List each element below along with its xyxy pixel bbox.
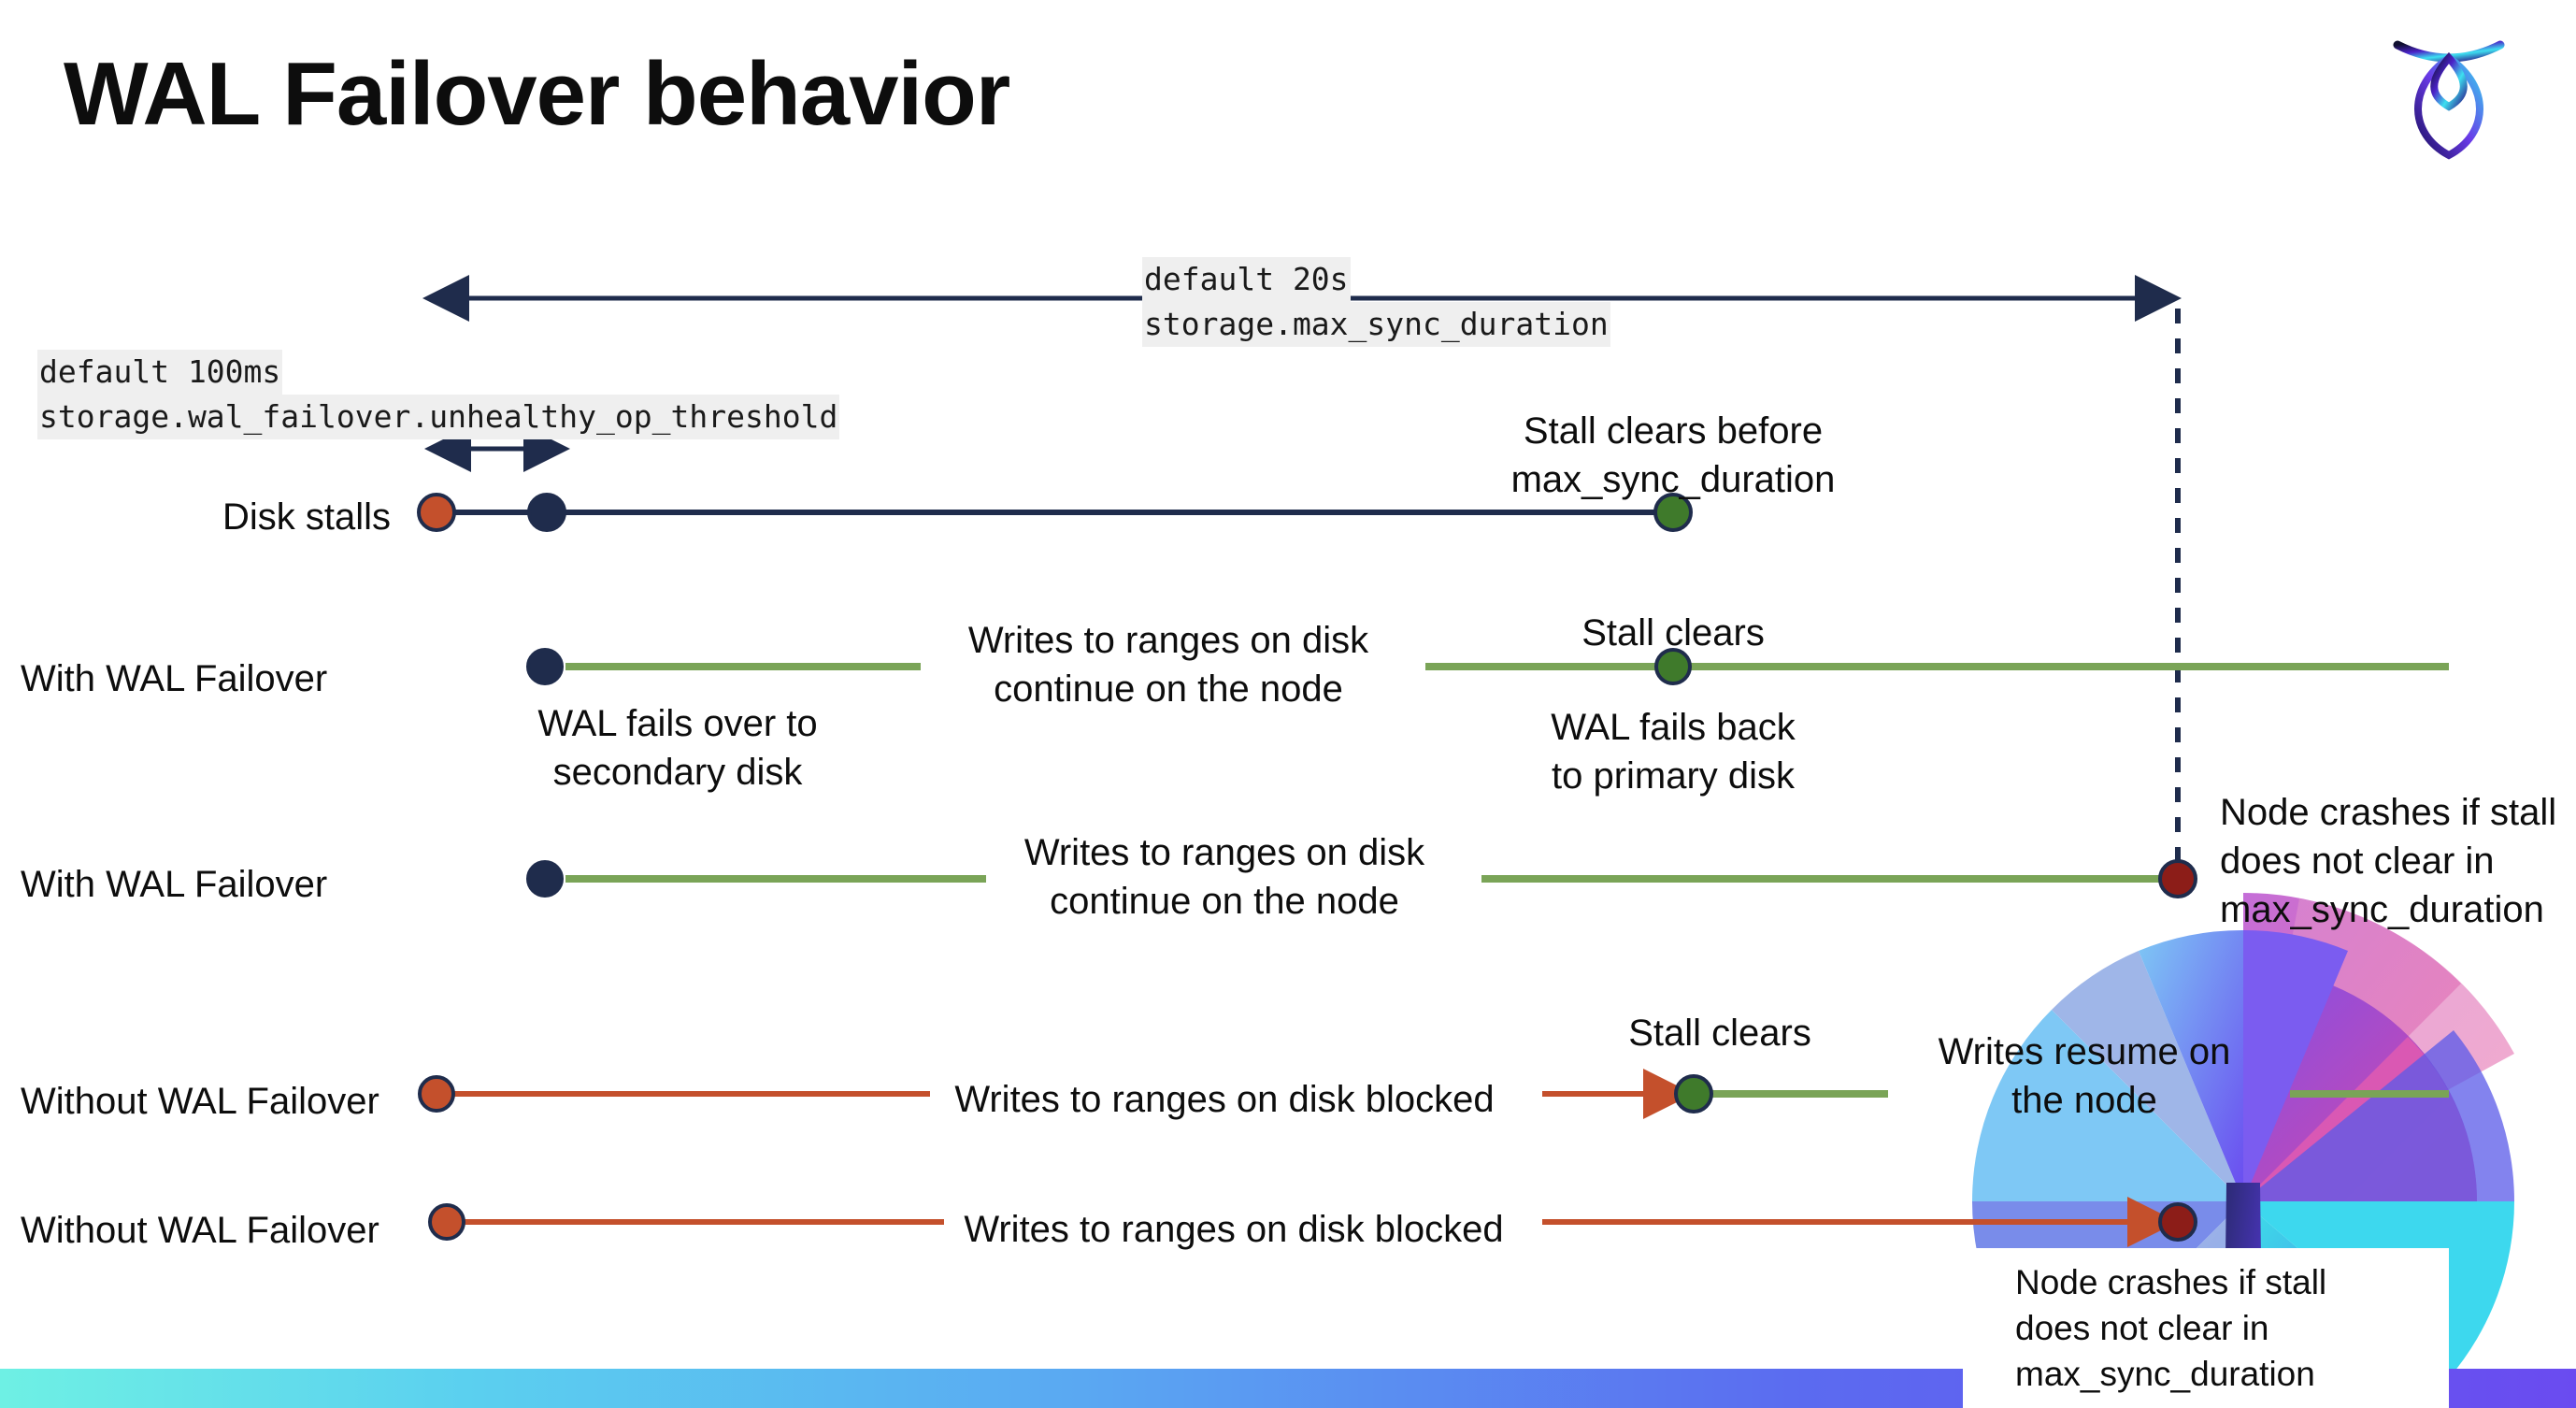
row-label-with-wal-failover-1: With WAL Failover	[21, 658, 328, 699]
marker-stall-start	[417, 493, 456, 532]
node-crash-callout: Node crashes if stall does not clear in …	[1963, 1248, 2449, 1408]
marker-node-crash	[2158, 859, 2197, 898]
timeline-without-wal-failover-2	[428, 1197, 2197, 1247]
timeline-with-wal-failover-1	[526, 648, 2449, 685]
annotation-node-crashes-1: Node crashes if stall does not clear in …	[2220, 792, 2557, 930]
row-label-without-wal-failover-1: Without WAL Failover	[21, 1081, 379, 1122]
page-title: WAL Failover behavior	[64, 44, 1010, 144]
row-label-without-wal-failover-2: Without WAL Failover	[21, 1210, 379, 1251]
marker-stall-start	[418, 1075, 455, 1113]
annotation-wal-fails-back: WAL fails back to primary disk	[1551, 707, 1796, 797]
setting-unhealthy-op-threshold: default 100ms storage.wal_failover.unhea…	[37, 350, 840, 439]
annotation-stall-clears-before: Stall clears before max_sync_duration	[1510, 410, 1836, 500]
annotation-writes-resume: Writes resume on the node	[1938, 1031, 2231, 1121]
annotation-writes-continue-1: Writes to ranges on disk continue on the…	[967, 620, 1369, 710]
annotation-writes-blocked-2: Writes to ranges on disk blocked	[964, 1209, 1504, 1250]
row-label-disk-stalls: Disk stalls	[222, 496, 392, 538]
timeline-without-wal-failover-1	[418, 1069, 2449, 1119]
cockroachdb-logo-icon	[2388, 36, 2510, 162]
marker-stall-clears	[1674, 1074, 1713, 1113]
marker-stall-clears	[1653, 493, 1693, 532]
setting-max-sync-duration: default 20s storage.max_sync_duration	[1142, 257, 1610, 347]
annotation-stall-clears-1: Stall clears	[1581, 612, 1765, 654]
marker-stall-clears	[1654, 648, 1692, 685]
annotation-wal-fails-over: WAL fails over to secondary disk	[537, 703, 818, 793]
setting-name: storage.max_sync_duration	[1142, 301, 1610, 347]
marker-wal-fails-over	[526, 860, 564, 898]
marker-threshold	[527, 493, 566, 532]
timeline-disk-stalls	[417, 493, 1693, 532]
annotation-writes-blocked-1: Writes to ranges on disk blocked	[954, 1079, 1495, 1120]
annotation-node-crashes-2: Node crashes if stall does not clear in …	[2015, 1263, 2327, 1394]
annotation-stall-clears-2: Stall clears	[1628, 1013, 1811, 1054]
marker-node-crash	[2158, 1202, 2197, 1242]
marker-wal-fails-over	[526, 648, 564, 685]
row-label-with-wal-failover-2: With WAL Failover	[21, 864, 328, 905]
setting-name: storage.wal_failover.unhealthy_op_thresh…	[37, 394, 840, 439]
setting-default-value: default 100ms	[37, 350, 283, 395]
marker-stall-start	[428, 1203, 465, 1241]
setting-default-value: default 20s	[1142, 257, 1351, 302]
annotation-writes-continue-2: Writes to ranges on disk continue on the…	[1023, 832, 1425, 922]
timeline-with-wal-failover-2	[526, 859, 2197, 898]
